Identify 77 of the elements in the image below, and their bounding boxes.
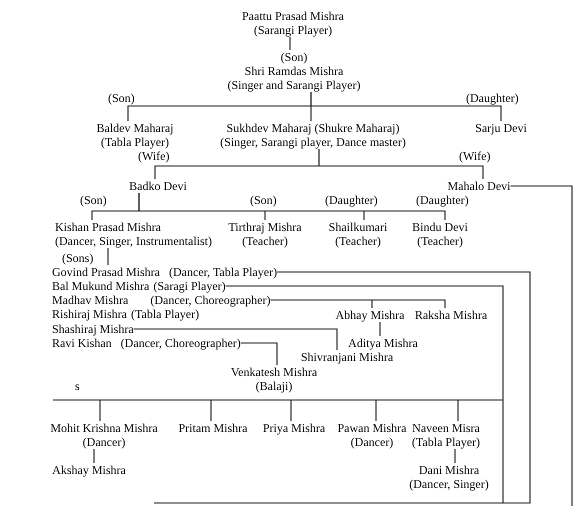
person-name: Madhav Mishra: [52, 293, 128, 307]
role-label: (Sarangi Player): [254, 23, 332, 37]
person-name: Dani Mishra: [418, 463, 480, 477]
stray-letter: s: [75, 379, 80, 393]
person-name: Shivranjani Mishra: [300, 350, 394, 364]
relation-label: (Daughter): [466, 91, 519, 105]
relation-label: (Daughter): [416, 193, 469, 207]
role-label: (Dancer, Tabla Player): [169, 265, 278, 279]
relation-label: (Sons): [62, 251, 94, 265]
family-line: [375, 400, 377, 421]
relation-label: (Son): [108, 91, 135, 105]
family-line: [454, 449, 456, 463]
person-name: Raksha Mishra: [414, 308, 488, 322]
family-line: [510, 185, 573, 506]
role-label: (Singer, Sarangi player, Dance master): [220, 135, 406, 149]
family-line: [93, 449, 95, 463]
family-line: [318, 149, 484, 179]
person-name: Mohit Krishna Mishra: [50, 421, 158, 435]
relation-label: (Son): [80, 193, 107, 207]
person-name: Tirthraj Mishra: [228, 220, 302, 234]
role-label: (Dancer, Choreographer): [120, 336, 241, 350]
role-label: (Dancer, Singer): [409, 477, 489, 491]
person-name: Aditya Mishra: [348, 336, 418, 350]
family-line: [99, 400, 101, 421]
role-label: (Dancer, Choreographer): [150, 293, 270, 307]
role-label: (Dancer): [82, 435, 126, 449]
role-label: (Teacher): [417, 234, 463, 248]
family-line: [240, 342, 278, 365]
family-line: [379, 322, 381, 336]
person-name: Govind Prasad Mishra: [52, 265, 160, 279]
person-name: Ravi Kishan: [52, 336, 112, 350]
person-name: Paattu Prasad Mishra: [242, 9, 344, 23]
person-name: Pawan Mishra: [338, 421, 406, 435]
person-name: Kishan Prasad Mishra: [55, 220, 161, 234]
person-name: Badko Devi: [129, 179, 187, 193]
person-name: Bindu Devi: [412, 220, 468, 234]
family-line: [290, 400, 292, 421]
person-name: Abhay Mishra: [336, 308, 404, 322]
family-line: [289, 37, 291, 50]
family-line: [270, 299, 446, 308]
role-label: (Saragi Player): [153, 279, 226, 293]
role-label: (Tabla Player): [100, 135, 170, 149]
person-name: Naveen Misra: [412, 421, 480, 435]
relation-label: (Wife): [459, 149, 490, 163]
nickname-label: (Balaji): [256, 379, 292, 393]
family-line: [134, 328, 338, 350]
family-line: [154, 271, 531, 504]
person-name: Sukhdev Maharaj (Shukre Maharaj): [226, 121, 400, 135]
family-line: [52, 285, 504, 504]
family-line: [210, 400, 212, 421]
family-line: [457, 400, 459, 421]
role-label: (Dancer, Singer, Instrumentalist): [55, 234, 212, 248]
relation-label: (Son): [250, 193, 277, 207]
role-label: (Tabla Player): [412, 435, 480, 449]
relation-label: (Daughter): [325, 193, 378, 207]
person-name: Shailkumari: [328, 220, 388, 234]
person-name: Sarju Devi: [475, 121, 527, 135]
person-name: Akshay Mishra: [52, 463, 126, 477]
role-label: (Dancer): [350, 435, 394, 449]
person-name: Priya Mishra: [262, 421, 326, 435]
role-label: (Teacher): [335, 234, 381, 248]
relation-label: (Son): [280, 50, 308, 64]
role-label: (Teacher): [242, 234, 288, 248]
person-name: Shri Ramdas Mishra: [244, 64, 344, 78]
family-line: [138, 193, 446, 220]
person-name: Venkatesh Mishra: [230, 365, 318, 379]
family-line: [107, 248, 109, 265]
person-name: Shashiraj Mishra: [52, 322, 134, 336]
relation-label: (Wife): [138, 149, 170, 163]
person-name: Bal Mukund Mishra: [52, 279, 150, 293]
role-label: (Tabla Player): [131, 307, 200, 321]
person-name: Mahalo Devi: [448, 179, 510, 193]
person-name: Pritam Mishra: [178, 421, 248, 435]
person-name: Baldev Maharaj: [96, 121, 174, 135]
role-label: (Singer and Sarangi Player): [228, 78, 360, 92]
family-line: [310, 92, 502, 121]
person-name: Rishiraj Mishra: [52, 307, 127, 321]
